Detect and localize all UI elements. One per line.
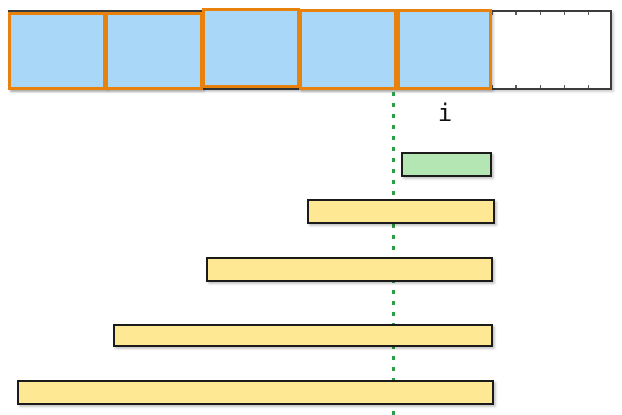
range-bar [113,324,493,347]
cell-boundary-tick [515,85,517,88]
in-block-segment-bar [401,152,492,177]
cell-boundary-tick [587,85,590,88]
block-square-3 [202,8,300,88]
cell-boundary-tick [587,12,590,15]
cell-boundary-tick [563,85,566,88]
range-bar [206,257,493,282]
block-square-1 [8,12,106,90]
pointer-label: i [437,99,453,127]
block-square-5 [397,9,492,90]
cell-boundary-tick [515,12,517,15]
block-boundary-dotted-line [391,92,395,415]
block-square-4 [299,9,397,90]
cell-boundary-tick [539,12,542,15]
range-bar [17,380,494,405]
cell-boundary-tick [563,12,566,15]
block-square-2 [105,12,203,90]
range-bar [307,199,495,224]
cell-boundary-tick [539,85,542,88]
